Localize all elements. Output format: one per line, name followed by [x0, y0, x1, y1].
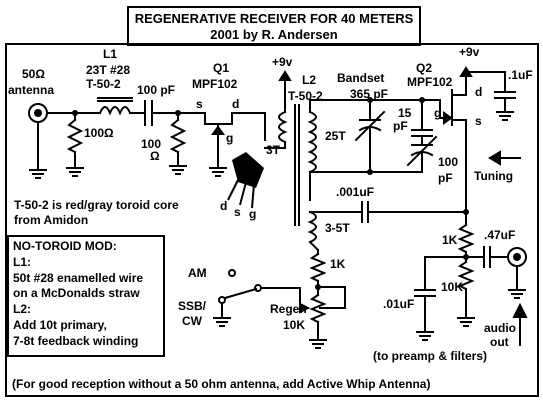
bandset-label: Bandset — [337, 71, 385, 85]
pin-s-label: s — [234, 205, 241, 219]
l2-core-label: T-50-2 — [288, 89, 323, 103]
am-label: AM — [188, 266, 207, 280]
q2-drain-label: d — [475, 85, 483, 99]
mod-l1-label: L1: — [13, 255, 31, 269]
title: REGENERATIVE RECEIVER FOR 40 METERS — [134, 11, 414, 26]
gate-resistor — [169, 118, 187, 154]
q1-part-label: MPF102 — [192, 77, 238, 91]
source-resistor — [457, 223, 475, 254]
antenna-resistor-label: 100Ω — [84, 126, 114, 140]
switch-pivot — [254, 284, 262, 292]
supply-right-label: +9v — [459, 45, 480, 59]
l2-primary-label: 3T — [266, 143, 281, 157]
l2-primary — [278, 110, 288, 144]
q1-source-label: s — [196, 97, 203, 111]
regen-potentiometer — [309, 293, 327, 324]
bandset-value-label: 365 pF — [350, 87, 389, 101]
ssb-label: SSB/ — [178, 299, 207, 313]
out-label: out — [490, 335, 509, 349]
regen-resistor-label: 1K — [330, 257, 346, 271]
l1-coil — [98, 106, 132, 116]
cap-100-unit: pF — [438, 171, 453, 185]
mod-l2-text2: 7-8t feedback winding — [13, 334, 139, 348]
preamp-note: (to preamp & filters) — [373, 349, 488, 363]
coupling-capacitor-label: 100 pF — [137, 83, 176, 97]
gate-resistor-label: 100 — [141, 137, 162, 151]
regen-label: Regen — [270, 302, 307, 316]
cap-100-label: 100 — [438, 155, 459, 169]
l2-secondary-label: 25T — [325, 129, 346, 143]
l1-label: L1 — [103, 47, 118, 61]
audio-label: audio — [484, 321, 516, 335]
antenna-jack-center — [34, 109, 42, 117]
mod-l1-text2: on a McDonalds straw — [13, 286, 140, 300]
antenna-label: antenna — [8, 83, 55, 97]
toroid-note-line2: from Amidon — [14, 213, 89, 227]
am-contact — [228, 269, 236, 277]
q2-label: Q2 — [416, 61, 433, 75]
filter-capacitor-label: .01uF — [383, 297, 415, 311]
title-box: REGENERATIVE RECEIVER FOR 40 METERS 2001… — [127, 6, 421, 46]
subtitle: 2001 by R. Andersen — [210, 27, 338, 42]
cap-15-label: 15 — [398, 106, 412, 120]
no-toroid-mod-box: NO-TOROID MOD: L1: 50t #28 enamelled wir… — [7, 235, 165, 357]
output-capacitor-label: .47uF — [484, 228, 516, 242]
feedback-winding-label: 3-5T — [325, 221, 350, 235]
l2-label: L2 — [302, 73, 317, 87]
footer-note: (For good reception without a 50 ohm ant… — [12, 377, 431, 391]
bypass-capacitor-label: .1uF — [508, 68, 533, 82]
toroid-note-line1: T-50-2 is red/gray toroid core — [14, 198, 179, 212]
pin-g-label: g — [249, 207, 257, 221]
supply-left-label: +9v — [272, 55, 293, 69]
l1-core-label: T-50-2 — [86, 77, 121, 91]
regen-resistor — [309, 252, 327, 283]
q2-gate-label: g — [434, 106, 442, 120]
jfet-package-drawing — [227, 152, 264, 209]
tuning-label: Tuning — [474, 169, 514, 183]
q2-part-label: MPF102 — [407, 75, 453, 89]
source-resistor-label: 1K — [442, 233, 458, 247]
q1-gate-label: g — [226, 131, 234, 145]
l1-turns-label: 23T #28 — [86, 63, 131, 77]
pin-d-label: d — [220, 199, 228, 213]
regen-value-label: 10K — [283, 318, 306, 332]
q1-drain-label: d — [232, 97, 240, 111]
antenna-resistor — [66, 118, 84, 154]
cw-label: CW — [182, 314, 202, 328]
feedback-capacitor-label: .001uF — [336, 185, 375, 199]
mod-l1-text1: 50t #28 enamelled wire — [13, 271, 144, 285]
output-resistor — [457, 260, 475, 291]
mod-heading: NO-TOROID MOD: — [13, 239, 117, 253]
cap-15-unit: pF — [393, 119, 408, 133]
mod-l2-label: L2: — [13, 302, 31, 316]
gate-resistor-unit: Ω — [150, 149, 160, 163]
l2-secondary — [307, 110, 317, 174]
mod-l2-text1: Add 10t primary, — [13, 318, 107, 332]
feedback-winding — [307, 210, 317, 244]
q2-source-label: s — [475, 114, 482, 128]
antenna-impedance-label: 50Ω — [22, 67, 45, 81]
q1-label: Q1 — [213, 61, 230, 75]
schematic-frame — [5, 43, 539, 397]
output-resistor-label: 10K — [441, 280, 464, 294]
